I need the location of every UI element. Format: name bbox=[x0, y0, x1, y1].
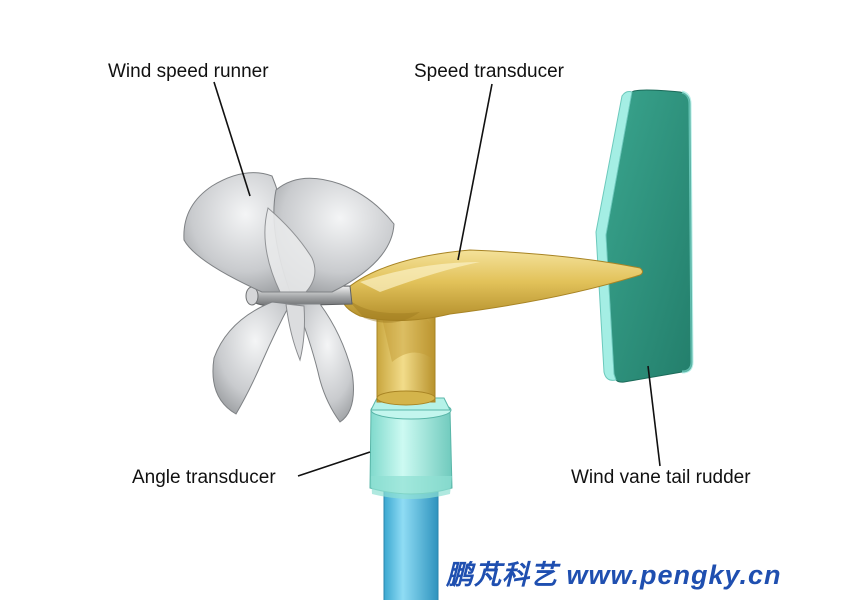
label-wind-speed-runner: Wind speed runner bbox=[108, 61, 269, 82]
tail-rudder bbox=[595, 89, 694, 383]
label-wind-vane-tail-rudder: Wind vane tail rudder bbox=[571, 467, 751, 488]
leader-line-wind-speed-runner bbox=[213, 81, 251, 197]
speed-transducer-body bbox=[341, 249, 643, 323]
wind-speed-runner-blades bbox=[183, 172, 395, 423]
site-watermark: 鹏芃科艺 www.pengky.cn bbox=[446, 560, 782, 590]
leader-line-angle-transducer bbox=[297, 451, 371, 477]
vertical-yoke bbox=[376, 309, 436, 406]
leader-lines bbox=[213, 81, 661, 477]
label-angle-transducer: Angle transducer bbox=[132, 467, 276, 488]
leader-line-wind-vane-tail-rudder bbox=[647, 365, 661, 467]
label-speed-transducer: Speed transducer bbox=[414, 61, 564, 82]
angle-transducer-housing bbox=[369, 397, 453, 499]
leader-line-speed-transducer bbox=[457, 83, 493, 261]
